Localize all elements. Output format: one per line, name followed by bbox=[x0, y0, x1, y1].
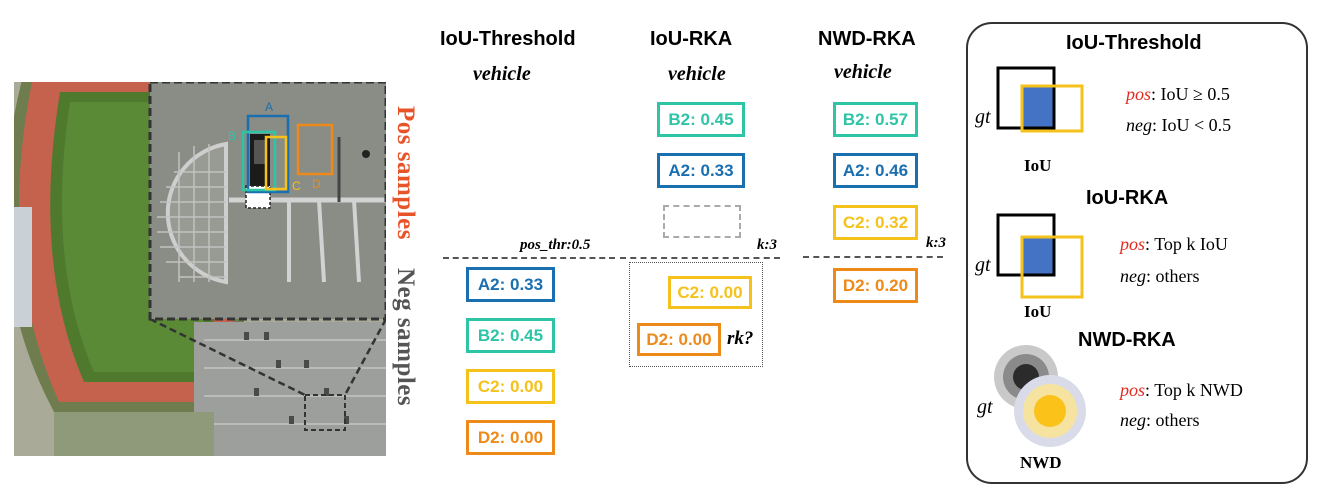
legend-title-iou-threshold: IoU-Threshold bbox=[1066, 32, 1202, 54]
neg-box-c2: C2: 0.00 bbox=[466, 369, 555, 404]
tie-group-box bbox=[629, 262, 763, 367]
gt-label: gt bbox=[975, 106, 991, 128]
column-title-iou-rka: IoU-RKA bbox=[650, 28, 733, 50]
pos-box-a2: A2: 0.46 bbox=[833, 153, 918, 188]
pos-rule-text: : IoU ≥ 0.5 bbox=[1151, 84, 1230, 104]
rule-neg: neg: others bbox=[1120, 410, 1200, 431]
pos-rule-text: : Top k NWD bbox=[1145, 380, 1243, 400]
pos-samples-label: Pos samples bbox=[392, 106, 419, 240]
neg-keyword: neg bbox=[1126, 115, 1152, 135]
pos-rule-text: : Top k IoU bbox=[1145, 234, 1228, 254]
neg-rule-text: : others bbox=[1146, 266, 1200, 286]
neg-rule-text: : IoU < 0.5 bbox=[1152, 115, 1232, 135]
gt-label: gt bbox=[977, 396, 993, 418]
pos-keyword: pos bbox=[1120, 380, 1146, 400]
column-title-nwd-rka: NWD-RKA bbox=[818, 28, 916, 50]
aerial-image-panel: A B C D bbox=[4, 72, 388, 456]
rule-neg: neg: IoU < 0.5 bbox=[1126, 115, 1231, 136]
metric-label-iou: IoU bbox=[1024, 302, 1052, 321]
box-letter-c: C bbox=[292, 179, 301, 193]
neg-box-d2: D2: 0.00 bbox=[466, 420, 555, 455]
iou-overlap-diagram bbox=[996, 213, 1084, 299]
neg-box-c2: C2: 0.00 bbox=[668, 276, 752, 309]
legend-title-iou-rka: IoU-RKA bbox=[1086, 187, 1169, 209]
pos-keyword: pos bbox=[1126, 84, 1152, 104]
threshold-line bbox=[803, 256, 943, 258]
iou-overlap-diagram bbox=[996, 66, 1084, 133]
threshold-label: pos_thr:0.5 bbox=[520, 237, 591, 253]
rule-neg: neg: others bbox=[1120, 266, 1200, 287]
tie-label: rk? bbox=[727, 328, 754, 349]
neg-box-d2: D2: 0.00 bbox=[637, 323, 721, 356]
neg-samples-label: Neg samples bbox=[392, 268, 419, 407]
class-label-vehicle: vehicle bbox=[668, 63, 726, 85]
threshold-label: k:3 bbox=[926, 235, 946, 251]
column-title-iou-threshold: IoU-Threshold bbox=[440, 28, 576, 50]
nwd-gaussian-diagram bbox=[994, 345, 1086, 447]
box-letter-a: A bbox=[265, 100, 274, 114]
gt-label: gt bbox=[975, 254, 991, 276]
class-label-vehicle: vehicle bbox=[473, 63, 531, 85]
anchor-box-b bbox=[241, 130, 277, 192]
legend-title-nwd-rka: NWD-RKA bbox=[1078, 329, 1176, 351]
anchor-box-c bbox=[264, 135, 288, 191]
rule-pos: pos: Top k NWD bbox=[1120, 380, 1243, 401]
aerial-image bbox=[4, 72, 388, 456]
threshold-line bbox=[443, 257, 615, 259]
box-letter-d: D bbox=[312, 177, 321, 191]
box-letter-b: B bbox=[228, 129, 237, 143]
neg-box-d2: D2: 0.20 bbox=[833, 268, 918, 303]
pos-box-a2: A2: 0.33 bbox=[657, 153, 745, 188]
metric-label-iou: IoU bbox=[1024, 156, 1052, 175]
threshold-label: k:3 bbox=[757, 237, 777, 253]
anchor-box-d bbox=[296, 123, 334, 176]
pos-keyword: pos bbox=[1120, 234, 1146, 254]
pos-box-c2: C2: 0.32 bbox=[833, 205, 918, 240]
class-label-vehicle: vehicle bbox=[834, 61, 892, 83]
neg-keyword: neg bbox=[1120, 266, 1146, 286]
neg-rule-text: : others bbox=[1146, 410, 1200, 430]
anchor-box-a bbox=[246, 114, 290, 194]
threshold-line bbox=[620, 257, 780, 259]
empty-slot-box bbox=[663, 205, 741, 238]
metric-label-nwd: NWD bbox=[1020, 453, 1062, 472]
neg-box-b2: B2: 0.45 bbox=[466, 318, 555, 353]
neg-box-a2: A2: 0.33 bbox=[466, 267, 555, 302]
rule-pos: pos: IoU ≥ 0.5 bbox=[1126, 84, 1230, 105]
pos-box-b2: B2: 0.45 bbox=[657, 102, 745, 137]
pos-box-b2: B2: 0.57 bbox=[833, 102, 918, 137]
neg-keyword: neg bbox=[1120, 410, 1146, 430]
rule-pos: pos: Top k IoU bbox=[1120, 234, 1228, 255]
